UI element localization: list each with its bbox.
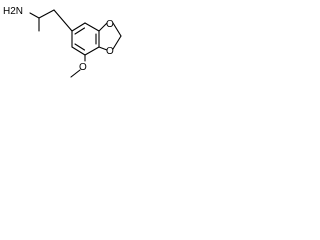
bond-c3-o-upper — [98, 22, 108, 32]
bond-cbeta-ring — [53, 9, 73, 32]
ring-double-bond-3 — [74, 43, 86, 51]
ring-bond-c5-c6 — [71, 46, 86, 56]
bond-c4-o-lower — [98, 46, 108, 51]
methoxy-o-label: O — [79, 62, 87, 73]
ether-o-upper-label: O — [106, 19, 114, 30]
chemical-structure: H2N O O O — [3, 6, 122, 78]
ether-o-lower-label: O — [106, 46, 114, 57]
amine-label: H2N — [3, 6, 23, 17]
ring-bond-c4-c5 — [84, 46, 100, 56]
ring-double-bond-1 — [74, 27, 86, 35]
bond-n-calpha — [29, 12, 40, 19]
ring-bond-c1-c2 — [71, 22, 86, 32]
bond-o-lower-ch2 — [112, 35, 122, 50]
ring-bond-c2-c3 — [84, 22, 100, 32]
bond-o-upper-ch2 — [112, 22, 122, 37]
bond-o-methoxy-ch3 — [70, 69, 81, 78]
bond-calpha-cbeta — [38, 9, 55, 19]
